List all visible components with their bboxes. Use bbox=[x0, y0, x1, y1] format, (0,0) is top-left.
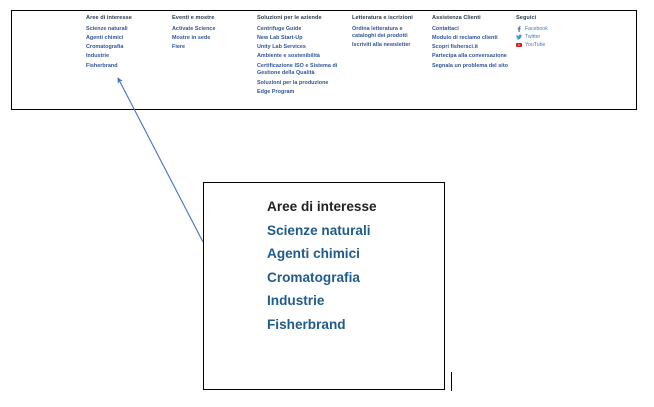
social-link-youtube[interactable]: YouTube bbox=[516, 42, 590, 48]
footer-column-seguici: Seguici Facebook Twitter YouTube bbox=[516, 15, 596, 50]
callout-box: Aree di interesse Scienze naturali Agent… bbox=[203, 182, 445, 390]
footer-link-soluzioni-per-la-produzione[interactable]: Soluzioni per la produzione bbox=[257, 79, 329, 86]
footer-link-segnala-problema[interactable]: Segnala un problema del sito bbox=[432, 62, 509, 69]
footer-link-mostre-in-sede[interactable]: Mostre in sede bbox=[172, 34, 211, 41]
youtube-icon bbox=[516, 42, 522, 48]
callout-edge-tick bbox=[451, 372, 452, 391]
twitter-icon bbox=[516, 34, 522, 40]
footer-link-industrie[interactable]: Industrie bbox=[86, 53, 110, 60]
footer-link-modulo-reclamo[interactable]: Modulo di reclamo clienti bbox=[432, 34, 498, 41]
footer-link-scienze-naturali[interactable]: Scienze naturali bbox=[86, 25, 128, 32]
column-title: Soluzioni per le aziende bbox=[257, 15, 322, 21]
column-title: Letteratura e iscrizioni bbox=[352, 15, 413, 21]
facebook-icon bbox=[516, 25, 522, 32]
footer-panel: Aree di interesse Scienze naturali Agent… bbox=[11, 10, 637, 110]
column-title: Assistenza Clienti bbox=[432, 15, 481, 21]
footer-link-agenti-chimici[interactable]: Agenti chimici bbox=[86, 34, 124, 41]
callout-list: Aree di interesse Scienze naturali Agent… bbox=[267, 200, 377, 342]
footer-link-centrifuge-guide[interactable]: Centrifuge Guide bbox=[257, 25, 302, 32]
callout-link-industrie[interactable]: Industrie bbox=[267, 293, 325, 309]
footer-link-cromatografia[interactable]: Cromatografia bbox=[86, 44, 124, 51]
callout-title: Aree di interesse bbox=[267, 199, 377, 214]
footer-column-soluzioni-per-le-aziende: Soluzioni per le aziende Centrifuge Guid… bbox=[257, 15, 352, 98]
social-label: Facebook bbox=[525, 25, 548, 32]
column-title: Seguici bbox=[516, 15, 537, 21]
footer-link-unity-lab-services[interactable]: Unity Lab Services bbox=[257, 44, 306, 51]
footer-link-ordina-letteratura[interactable]: Ordina letteratura e cataloghi dei prodo… bbox=[352, 25, 408, 40]
footer-link-fisherbrand[interactable]: Fisherbrand bbox=[86, 62, 118, 69]
column-title: Aree di interesse bbox=[86, 15, 132, 21]
callout-link-cromatografia[interactable]: Cromatografia bbox=[267, 269, 360, 285]
social-label: Twitter bbox=[525, 33, 541, 40]
footer-link-ambiente-e-sostenibilita[interactable]: Ambiente e sostenibilità bbox=[257, 53, 320, 60]
footer-link-iscriviti-newsletter[interactable]: Iscriviti alla newsletter bbox=[352, 42, 411, 49]
footer-columns: Aree di interesse Scienze naturali Agent… bbox=[86, 15, 632, 107]
callout-link-agenti-chimici[interactable]: Agenti chimici bbox=[267, 246, 360, 262]
footer-column-assistenza-clienti: Assistenza Clienti Contattaci Modulo di … bbox=[432, 15, 516, 72]
footer-link-contattaci[interactable]: Contattaci bbox=[432, 25, 459, 32]
social-label: YouTube bbox=[525, 41, 546, 48]
callout-link-scienze-naturali[interactable]: Scienze naturali bbox=[267, 222, 371, 238]
callout-link-fisherbrand[interactable]: Fisherbrand bbox=[267, 316, 346, 332]
footer-column-eventi-e-mostre: Eventi e mostre Activate Science Mostre … bbox=[172, 15, 257, 53]
social-link-twitter[interactable]: Twitter bbox=[516, 34, 590, 40]
footer-link-new-lab-start-up[interactable]: New Lab Start-Up bbox=[257, 34, 303, 41]
footer-link-partecipa-conversazione[interactable]: Partecipa alla conversazione bbox=[432, 53, 507, 60]
footer-column-aree-di-interesse: Aree di interesse Scienze naturali Agent… bbox=[86, 15, 172, 72]
footer-column-letteratura-e-iscrizioni: Letteratura e iscrizioni Ordina letterat… bbox=[352, 15, 432, 52]
footer-link-scopri-fishersci[interactable]: Scopri fishersci.it bbox=[432, 44, 478, 51]
column-title: Eventi e mostre bbox=[172, 15, 215, 21]
social-link-facebook[interactable]: Facebook bbox=[516, 26, 590, 32]
footer-link-certificazione-iso[interactable]: Certificazione ISO e Sistema di Gestione… bbox=[257, 62, 338, 77]
footer-link-activate-science[interactable]: Activate Science bbox=[172, 25, 216, 32]
footer-link-edge-program[interactable]: Edge Program bbox=[257, 88, 295, 95]
footer-link-fiere[interactable]: Fiere bbox=[172, 44, 186, 51]
